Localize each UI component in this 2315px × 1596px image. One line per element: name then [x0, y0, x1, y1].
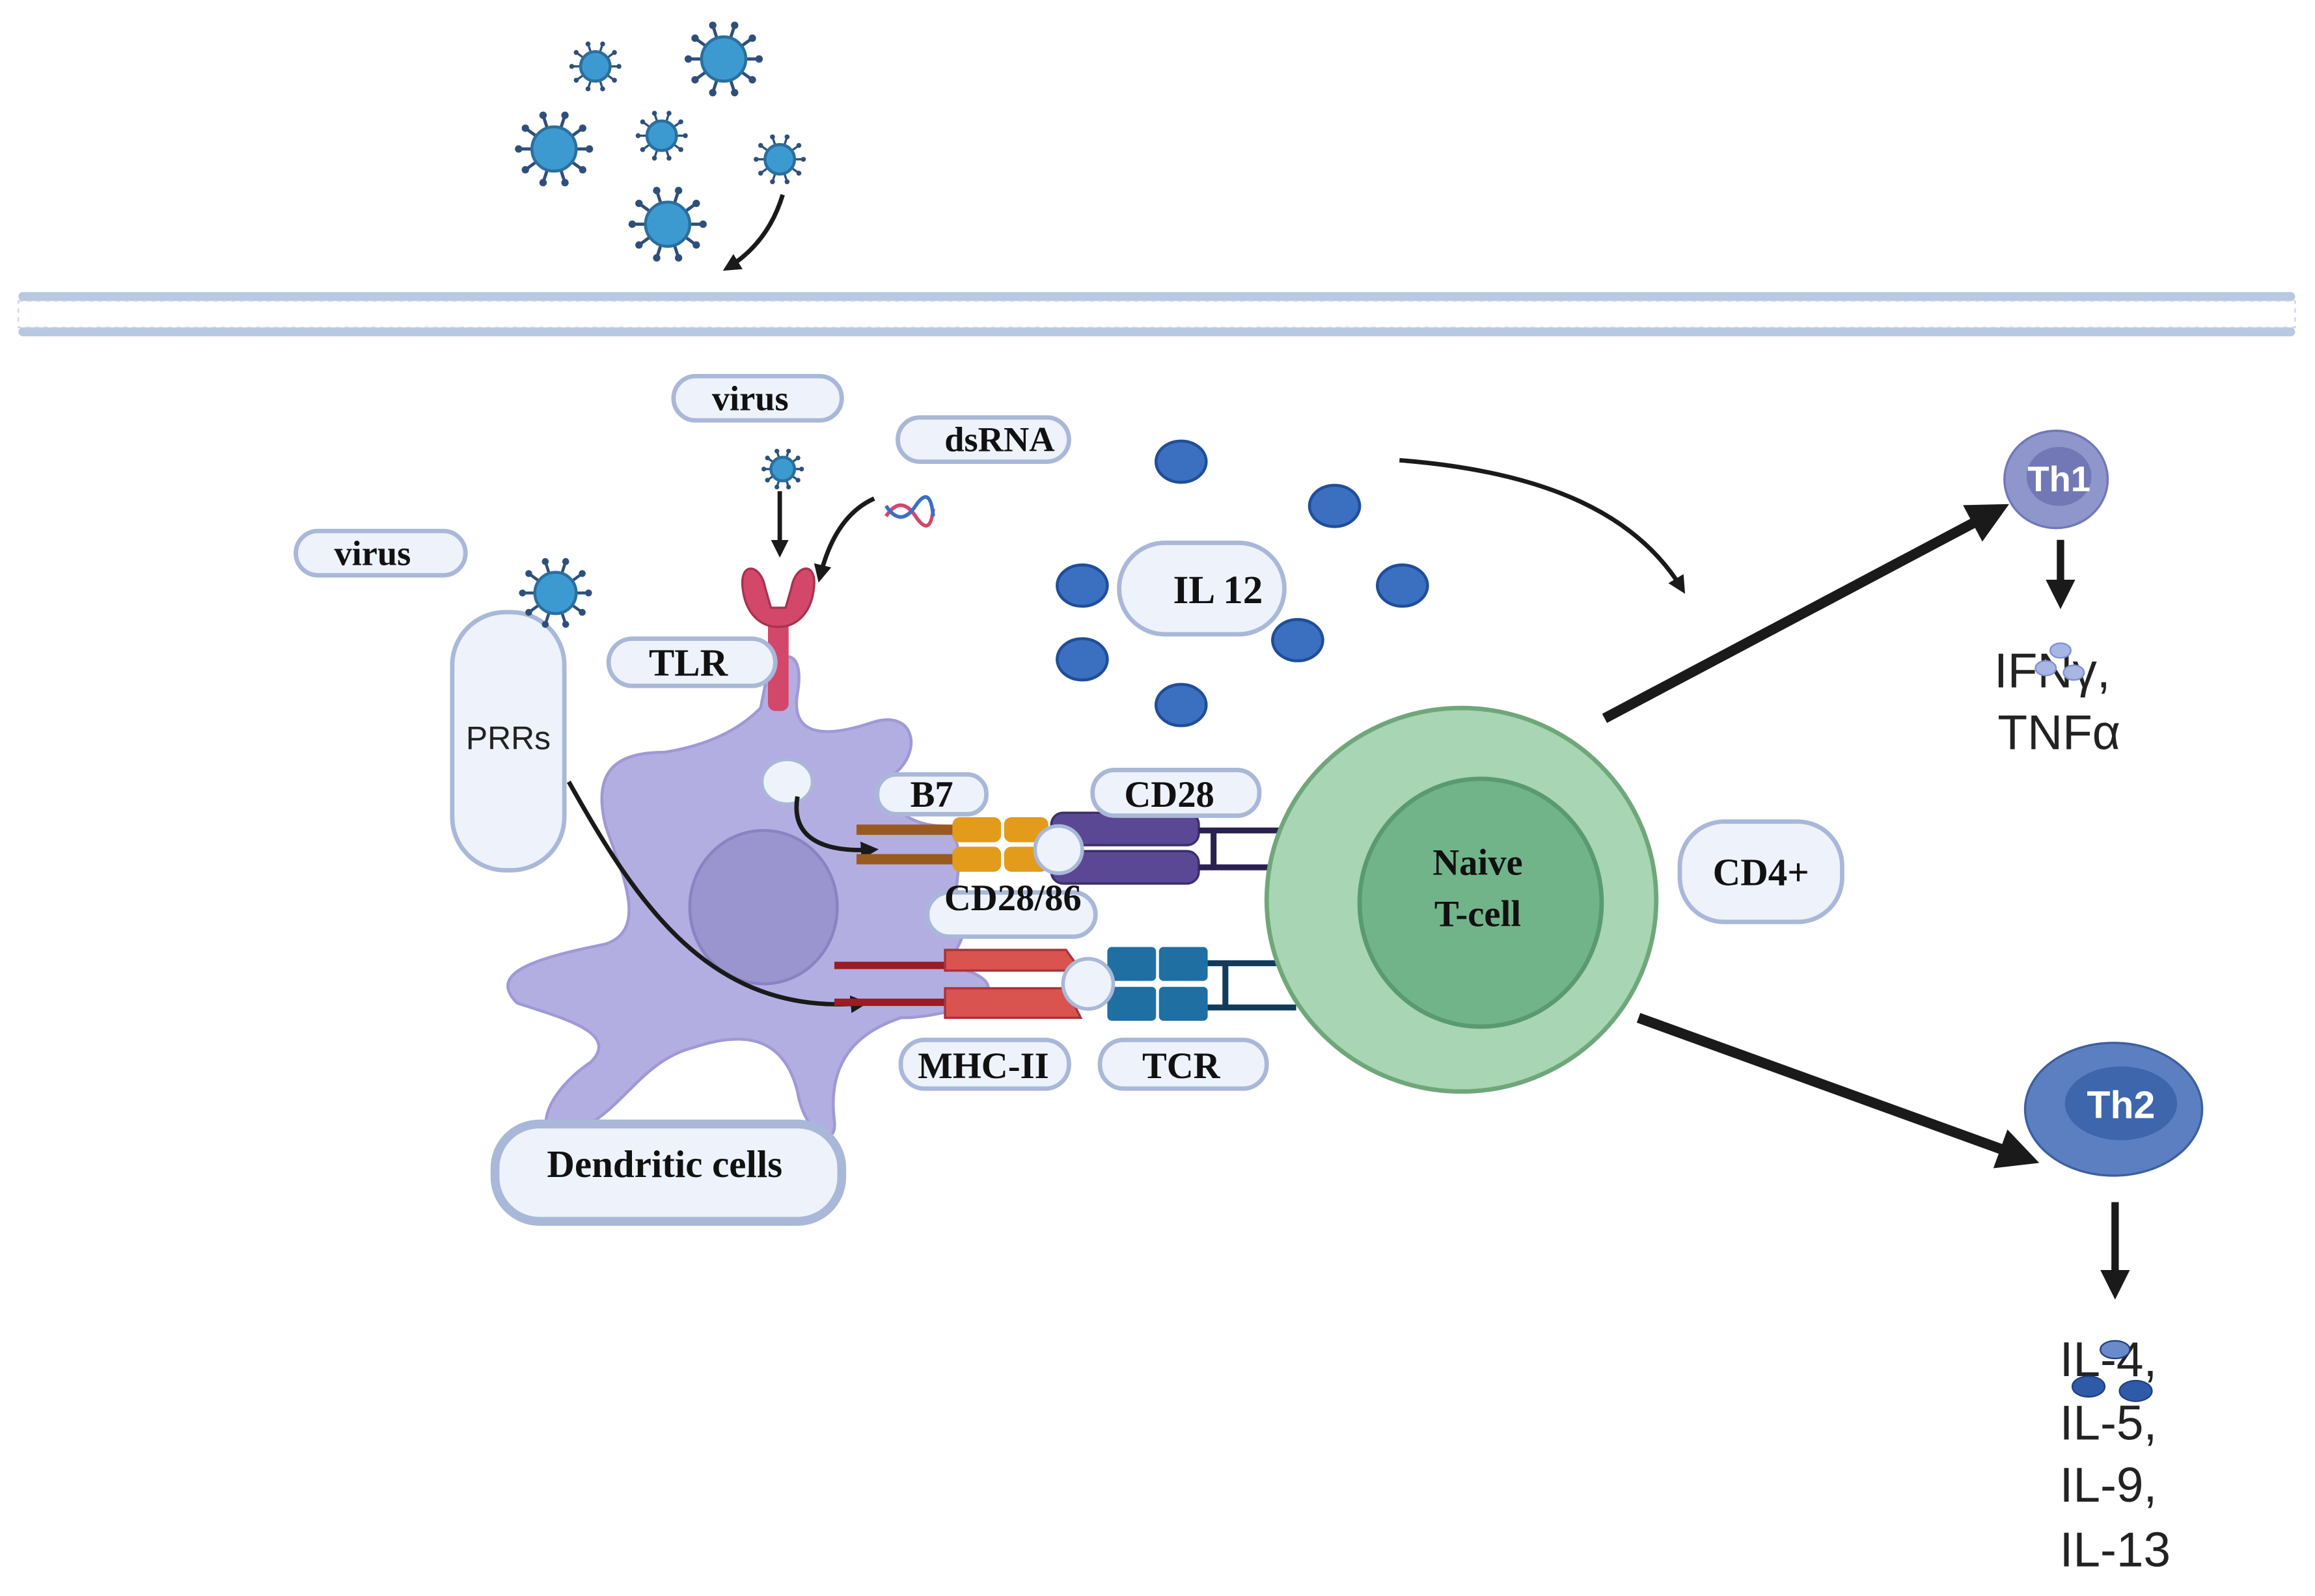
- virus-icon: [628, 187, 707, 262]
- virus-icon: [569, 41, 622, 92]
- il12-dot: [1056, 563, 1109, 608]
- il12-dot: [1308, 483, 1362, 528]
- prrs-label: PRRs: [466, 720, 551, 757]
- dsrna-to-tlr-arrow: [814, 496, 875, 583]
- nucleus: [688, 829, 839, 986]
- il12-dot: [1154, 683, 1208, 727]
- label-dsrna: dsRNA: [896, 415, 1071, 465]
- label-tlr: TLR: [606, 636, 778, 688]
- th2-label: Th2: [2087, 1084, 2156, 1126]
- cd28-text: CD28: [1124, 775, 1214, 815]
- th1-label: Th1: [2027, 459, 2090, 499]
- virus-near-prrs: [519, 558, 592, 628]
- il12-cytokines: [1056, 439, 1429, 727]
- tcr-text: TCR: [1142, 1046, 1221, 1087]
- virus-top-text: virus: [712, 379, 789, 418]
- label-il12: IL 12: [1117, 540, 1287, 637]
- b7-cd28-complex: [856, 811, 1302, 885]
- virus-icon: [754, 134, 806, 185]
- virus-icon: [515, 111, 594, 187]
- label-virus-left: virus: [294, 528, 468, 578]
- il12-dot: [1154, 439, 1208, 484]
- il12-dot: [1376, 563, 1429, 608]
- to-th1-arrow: [1602, 504, 2010, 724]
- tlr-text: TLR: [649, 641, 729, 684]
- il12-text: IL 12: [1173, 568, 1263, 612]
- label-mhc2: MHC-II: [898, 1037, 1071, 1091]
- prr-signal-arrow: [566, 780, 869, 1014]
- naive-t-cell: Naive T-cell: [1264, 705, 1659, 1094]
- th1-cytokines: IFNγ, TNFα: [1994, 643, 2124, 759]
- th2-cytokines: IL-4, IL-5, IL-9, IL-13: [2060, 1332, 2171, 1576]
- th1-cell: Th1: [2003, 429, 2109, 530]
- cd4-text: CD4+: [1713, 850, 1809, 893]
- virus-icon: [761, 448, 804, 490]
- label-cd4: CD4+: [1677, 819, 1844, 925]
- label-b7: B7: [875, 772, 989, 817]
- cytokine-il4: IL-4,: [2060, 1332, 2157, 1386]
- virus-cluster: [515, 21, 806, 262]
- label-dendritic-cells: Dendritic cells: [490, 1119, 847, 1226]
- label-cd28-86: CD28/86: [925, 878, 1098, 940]
- b7-text: B7: [911, 775, 953, 815]
- to-th2-arrow: [1636, 1012, 2040, 1169]
- virus-icon: [635, 111, 688, 161]
- mhc2-tcr-complex: [834, 947, 1296, 1021]
- endosome-to-b7-arrow: [794, 796, 879, 859]
- virus-icon: [519, 558, 592, 628]
- dsrna-text: dsRNA: [944, 420, 1054, 459]
- endosome: [760, 758, 814, 805]
- cytokine-il13: IL-13: [2060, 1522, 2171, 1577]
- il12-dot: [1271, 617, 1324, 662]
- tlr-receptor: [741, 567, 815, 711]
- label-virus-top: virus: [671, 373, 844, 423]
- naive-label: Naive: [1432, 843, 1522, 883]
- label-cd28: CD28: [1090, 768, 1262, 818]
- cell-membrane: [18, 291, 2296, 336]
- label-tcr: TCR: [1097, 1037, 1269, 1091]
- virus-entry-arrow: [722, 194, 785, 271]
- cd28-86-text: CD28/86: [944, 878, 1082, 919]
- th2-cell: Th2: [2023, 1042, 2204, 1177]
- dendritic-text: Dendritic cells: [547, 1143, 782, 1185]
- dsrna-icon: [884, 495, 935, 528]
- prrs-receptor: PRRs: [450, 610, 567, 872]
- cytokine-il9: IL-9,: [2060, 1457, 2157, 1512]
- il12-dot: [1056, 637, 1109, 682]
- mhc2-text: MHC-II: [918, 1046, 1048, 1087]
- virus-icon: [684, 21, 763, 97]
- il12-to-tcell-arrow: [1399, 457, 1686, 594]
- tcell-label: T-cell: [1434, 895, 1521, 935]
- cytokine-il5: IL-5,: [2060, 1396, 2157, 1450]
- th1-cytokine-dots: [2034, 642, 2085, 681]
- virus-left-text: virus: [334, 534, 411, 573]
- cytokine-tnfa: TNFα: [1997, 705, 2120, 760]
- virus-near-tlr: [761, 448, 804, 490]
- th2-cytokine-dots: [2071, 1340, 2153, 1402]
